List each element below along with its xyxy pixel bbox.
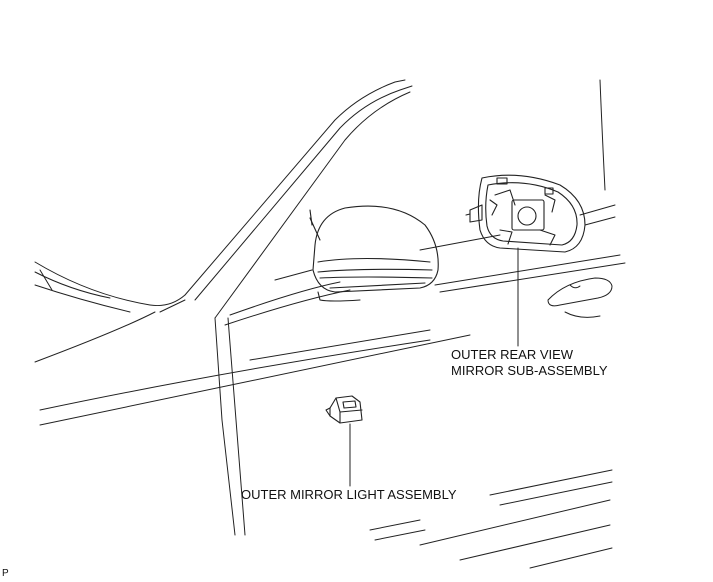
figure-code: P bbox=[2, 568, 9, 579]
outer-mirror-light-assembly bbox=[325, 395, 363, 424]
label-outer-rear-view-mirror-line2: MIRROR SUB-ASSEMBLY bbox=[451, 363, 608, 378]
vehicle-body-outline bbox=[34, 79, 626, 569]
label-outer-mirror-light-assembly: OUTER MIRROR LIGHT ASSEMBLY bbox=[241, 487, 457, 502]
label-outer-rear-view-mirror-line1: OUTER REAR VIEW bbox=[451, 347, 574, 362]
installed-mirror bbox=[274, 205, 439, 302]
outer-rear-view-mirror-sub-assembly bbox=[465, 174, 586, 253]
